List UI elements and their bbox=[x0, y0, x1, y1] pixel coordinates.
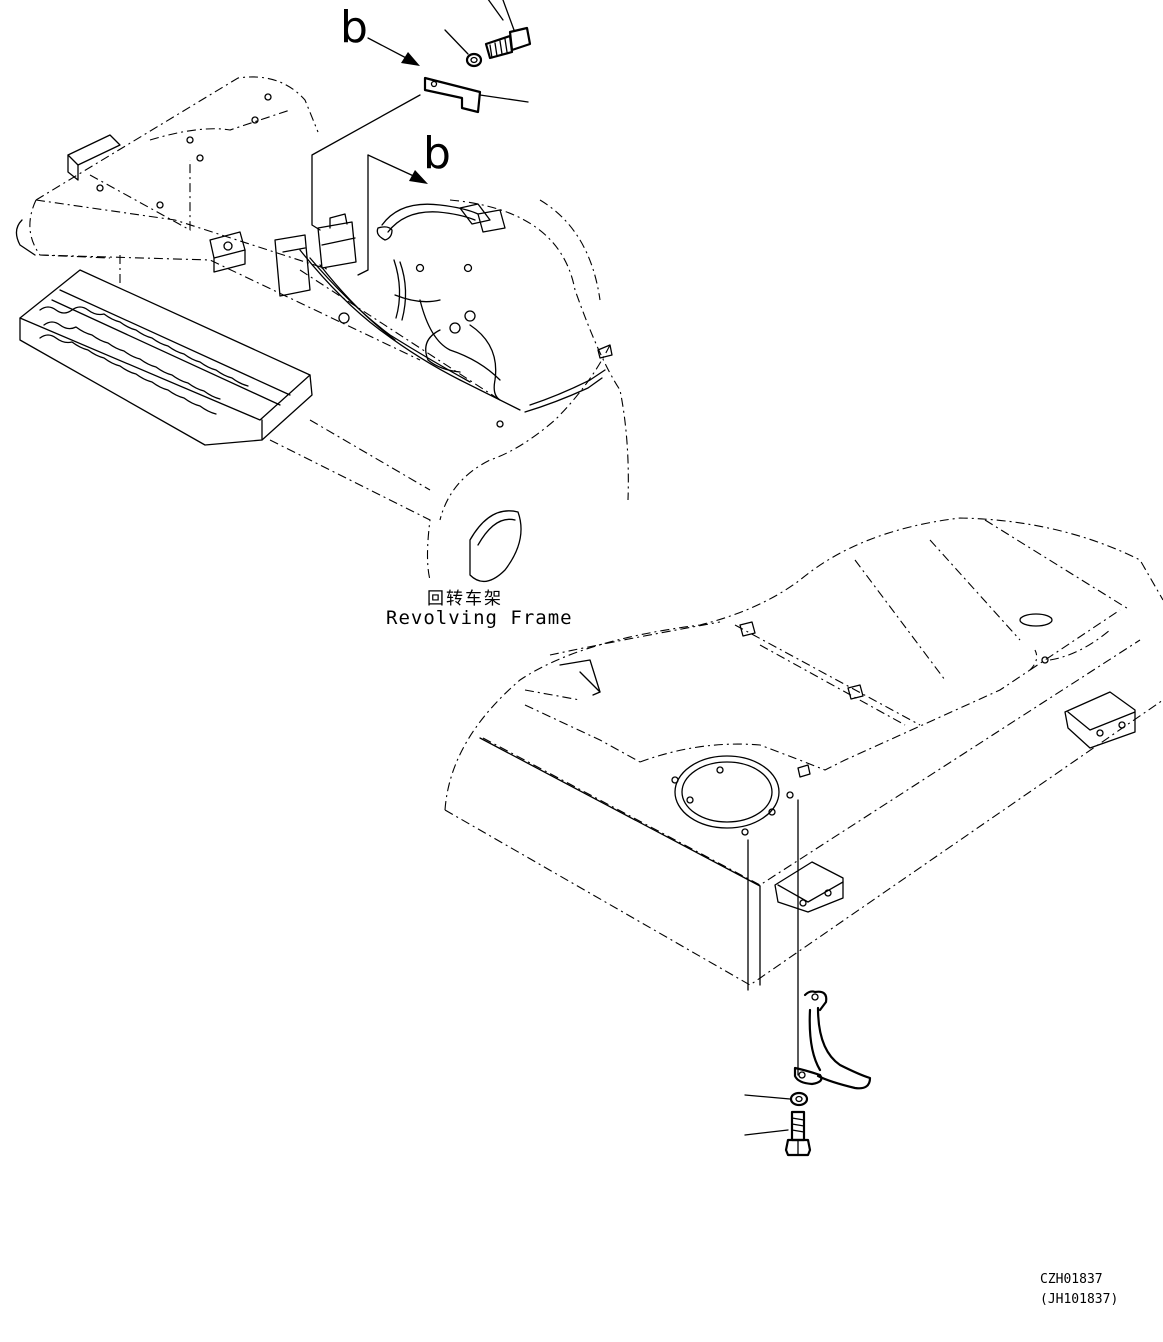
bolt-bottom bbox=[744, 1110, 812, 1157]
callout-arrows bbox=[357, 37, 428, 276]
callout-label-b-middle: b bbox=[423, 128, 451, 179]
drawing-code-secondary: (JH101837) bbox=[1040, 1292, 1119, 1307]
caption-chinese: 回转车架 bbox=[427, 589, 503, 609]
washer-bottom bbox=[744, 1091, 809, 1107]
drawing-code-primary: CZH01837 bbox=[1040, 1272, 1103, 1287]
callout-label-b-top: b bbox=[340, 2, 368, 53]
ground-cable bbox=[793, 990, 872, 1090]
caption-english: Revolving Frame bbox=[386, 607, 573, 629]
bolt-top bbox=[484, 0, 532, 60]
bracket-assembly-b bbox=[311, 76, 529, 231]
washer-top bbox=[444, 29, 483, 68]
upper-frame-assembly bbox=[15, 76, 629, 582]
lower-frame-assembly bbox=[444, 517, 1163, 1076]
